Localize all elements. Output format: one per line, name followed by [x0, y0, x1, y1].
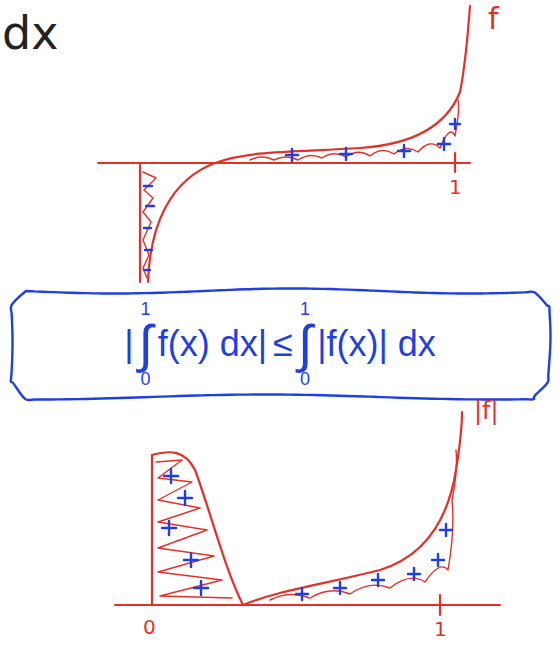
plus-mark — [296, 524, 452, 600]
formula-box: |1∫0f(x) dx|≤1∫0|f(x)| dx — [8, 288, 552, 400]
vertical-line — [151, 455, 153, 605]
hatching — [156, 460, 232, 598]
vertical-line — [139, 165, 141, 282]
curve-abs-f — [152, 452, 243, 605]
integral-sign: ∫ — [139, 318, 153, 370]
formula-part: f(x) dx| — [155, 324, 270, 364]
box-border — [11, 289, 551, 401]
axis-tick-label: 1 — [449, 176, 462, 198]
axis-tick-label: 1 — [434, 618, 447, 640]
curve-abs-f — [243, 412, 462, 605]
plus-mark — [162, 469, 208, 595]
plus-mark — [286, 119, 460, 161]
inequality: |1∫0f(x) dx|≤1∫0|f(x)| dx — [8, 288, 552, 400]
function-name: |f| — [474, 398, 499, 424]
hatching — [250, 100, 459, 160]
integral: 1∫0 — [296, 300, 314, 388]
integrand-fragment: dx — [2, 8, 58, 59]
formula-part: | — [121, 324, 136, 364]
integral: 1∫0 — [137, 300, 155, 388]
curve-f — [148, 6, 470, 282]
tick — [454, 153, 456, 172]
integral-limit: 1 — [300, 300, 310, 318]
x-axis — [98, 162, 470, 164]
formula-part: ≤ — [270, 324, 296, 364]
hatching — [143, 172, 156, 278]
integral-limit: 1 — [141, 300, 151, 318]
hatching — [270, 450, 457, 600]
function-name: f — [488, 2, 499, 35]
x-axis — [115, 604, 500, 606]
minus-mark — [144, 186, 154, 270]
integral-limit: 0 — [141, 370, 151, 388]
axis-tick-label: 0 — [143, 616, 156, 638]
integral-limit: 0 — [300, 370, 310, 388]
integral-sign: ∫ — [298, 318, 312, 370]
tick — [439, 595, 441, 615]
formula-part: |f(x)| dx — [314, 324, 439, 364]
